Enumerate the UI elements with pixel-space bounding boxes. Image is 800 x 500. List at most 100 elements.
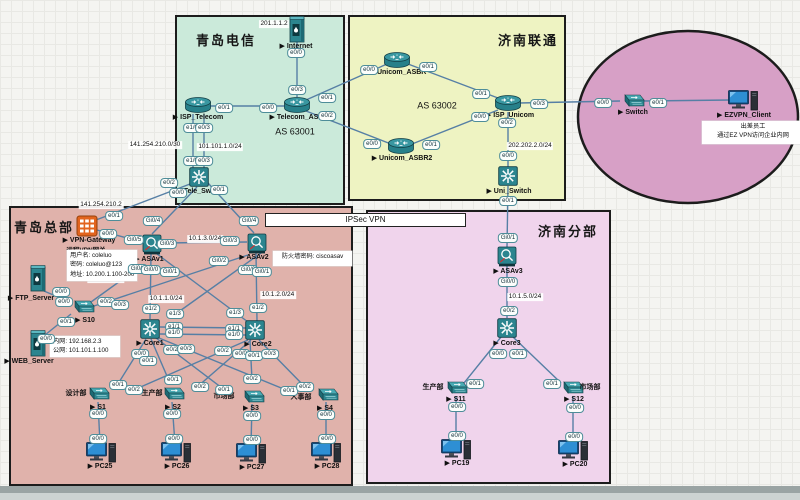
annotation-label: 202.202.2.0/24 xyxy=(506,142,554,150)
ipsec-vpn-banner: IPSec VPN xyxy=(265,213,466,227)
port-badge: e0/2 xyxy=(160,178,178,188)
node-pc28[interactable] xyxy=(311,441,341,463)
annotation-label: 141.254.210.0/30 xyxy=(128,141,182,149)
port-badge: e0/1 xyxy=(499,196,517,206)
node-label-pc26: ▶ PC26 xyxy=(164,463,190,470)
port-badge: e0/1 xyxy=(543,379,561,389)
port-badge: e0/0 xyxy=(169,188,187,198)
node-label-s12: ▶ S12 xyxy=(564,396,584,403)
port-badge: e0/3 xyxy=(195,156,213,166)
node-label-s2: ▶ S2 xyxy=(165,404,181,411)
node-label-core1: ▶ Core1 xyxy=(136,340,164,347)
port-badge: e1/3 xyxy=(166,309,184,319)
node-label-uni-switch: ▶ Uni_Switch xyxy=(486,188,532,195)
router-icon xyxy=(384,52,410,68)
node-pc25[interactable] xyxy=(86,441,116,463)
node-vpn-gateway[interactable] xyxy=(76,215,98,237)
node-uni-switch[interactable] xyxy=(498,166,518,186)
multilayer-switch-icon xyxy=(245,320,265,340)
port-badge: e0/1 xyxy=(105,211,123,221)
port-badge: Gi0/2 xyxy=(208,256,230,266)
node-s10[interactable] xyxy=(69,300,95,314)
node-asav3[interactable] xyxy=(497,246,517,267)
node-pc26[interactable] xyxy=(161,441,191,463)
port-badge: e0/3 xyxy=(261,349,279,359)
node-label-s10: ▶ S10 xyxy=(75,317,95,324)
node-label-ezvpn-client: ▶ EZVPN_Client xyxy=(716,112,772,119)
port-badge: e0/1 xyxy=(422,140,440,150)
node-s11[interactable] xyxy=(442,381,468,395)
node-tele-switch[interactable] xyxy=(189,167,209,187)
node-label-unicom-asbr: ▶ Unicom_ASBR xyxy=(369,69,427,76)
node-ftp-server[interactable] xyxy=(30,264,47,292)
node-label-telecom-asbr: ▶ Telecom_ASBR xyxy=(269,114,329,121)
annotation-label: AS 63002 xyxy=(417,100,457,111)
node-core2[interactable] xyxy=(245,320,265,340)
node-asav2[interactable] xyxy=(247,233,267,254)
node-label-core3: ▶ Core3 xyxy=(493,340,521,347)
annotation-label: 10.1.5.0/24 xyxy=(507,293,543,301)
port-badge: e0/0 xyxy=(243,435,261,445)
port-badge: e0/1 xyxy=(57,317,75,327)
port-badge: Gi0/3 xyxy=(156,239,178,249)
note-line: 公网: 101.101.1.100 xyxy=(53,347,109,355)
port-badge: e0/0 xyxy=(317,410,335,420)
server-icon xyxy=(289,15,304,42)
node-ezvpn-client[interactable] xyxy=(728,89,758,111)
dept-label: 生产部 xyxy=(422,383,444,391)
node-s12[interactable] xyxy=(558,381,584,395)
node-isp-unicom[interactable] xyxy=(495,95,521,111)
dept-label: 人事部 xyxy=(290,393,312,401)
port-badge: e0/0 xyxy=(594,98,612,108)
dept-label: 市场部 xyxy=(213,392,235,400)
port-badge: e0/0 xyxy=(99,229,117,239)
server-icon xyxy=(30,264,45,291)
node-core1[interactable] xyxy=(140,319,160,339)
port-badge: e1/2 xyxy=(249,303,267,313)
node-switch[interactable] xyxy=(619,94,645,108)
annotation-label: 10.1.2.0/24 xyxy=(260,291,296,299)
region-remote-worker-ellipse xyxy=(576,29,800,205)
node-label-pc25: ▶ PC25 xyxy=(87,463,113,470)
node-core3[interactable] xyxy=(497,318,517,338)
pc-icon xyxy=(161,441,191,462)
region-title-qingdao-hq: 青岛总部 xyxy=(14,220,75,235)
node-s1[interactable] xyxy=(84,387,110,401)
node-unicom-asbr2[interactable] xyxy=(388,138,414,154)
port-badge: e0/0 xyxy=(566,403,584,413)
node-pc19[interactable] xyxy=(441,438,471,460)
node-label-pc20: ▶ PC20 xyxy=(562,461,588,468)
port-badge: e0/0 xyxy=(165,434,183,444)
port-badge: Gi0/0 xyxy=(497,277,519,287)
port-badge: e0/0 xyxy=(243,411,261,421)
note-firewall-password: 防火墙密码: ciscoasav xyxy=(273,251,352,266)
port-badge: e0/2 xyxy=(296,382,314,392)
region-title-qingdao-telecom: 青岛电信 xyxy=(196,33,257,48)
link xyxy=(195,339,252,389)
node-pc20[interactable] xyxy=(558,439,588,461)
node-internet[interactable] xyxy=(289,15,306,43)
port-badge: e0/0 xyxy=(363,139,381,149)
link xyxy=(169,252,262,319)
node-s4[interactable] xyxy=(313,388,339,402)
node-label-asav2: ▶ ASAv2 xyxy=(239,254,269,261)
port-badge: e0/2 xyxy=(318,111,336,121)
port-badge: e0/0 xyxy=(448,402,466,412)
node-isp-telecom[interactable] xyxy=(185,97,211,113)
note-line: 密码: coleluo@123 xyxy=(70,261,123,269)
multilayer-switch-icon xyxy=(140,319,160,339)
node-telecom-asbr[interactable] xyxy=(284,97,310,113)
node-s2[interactable] xyxy=(159,387,185,401)
vpn-gateway-icon xyxy=(76,215,98,237)
node-label-switch: ▶ Switch xyxy=(618,109,648,116)
port-badge: e0/1 xyxy=(419,62,437,72)
node-label-web-server: ▶ WEB_Server xyxy=(4,358,54,365)
node-pc27[interactable] xyxy=(236,442,266,464)
port-badge: e0/0 xyxy=(565,432,583,442)
node-s3[interactable] xyxy=(239,390,265,404)
dept-label: 生产部 xyxy=(141,389,163,397)
node-label-pc19: ▶ PC19 xyxy=(444,460,470,467)
node-unicom-asbr[interactable] xyxy=(384,52,410,68)
port-badge: e0/3 xyxy=(177,344,195,354)
